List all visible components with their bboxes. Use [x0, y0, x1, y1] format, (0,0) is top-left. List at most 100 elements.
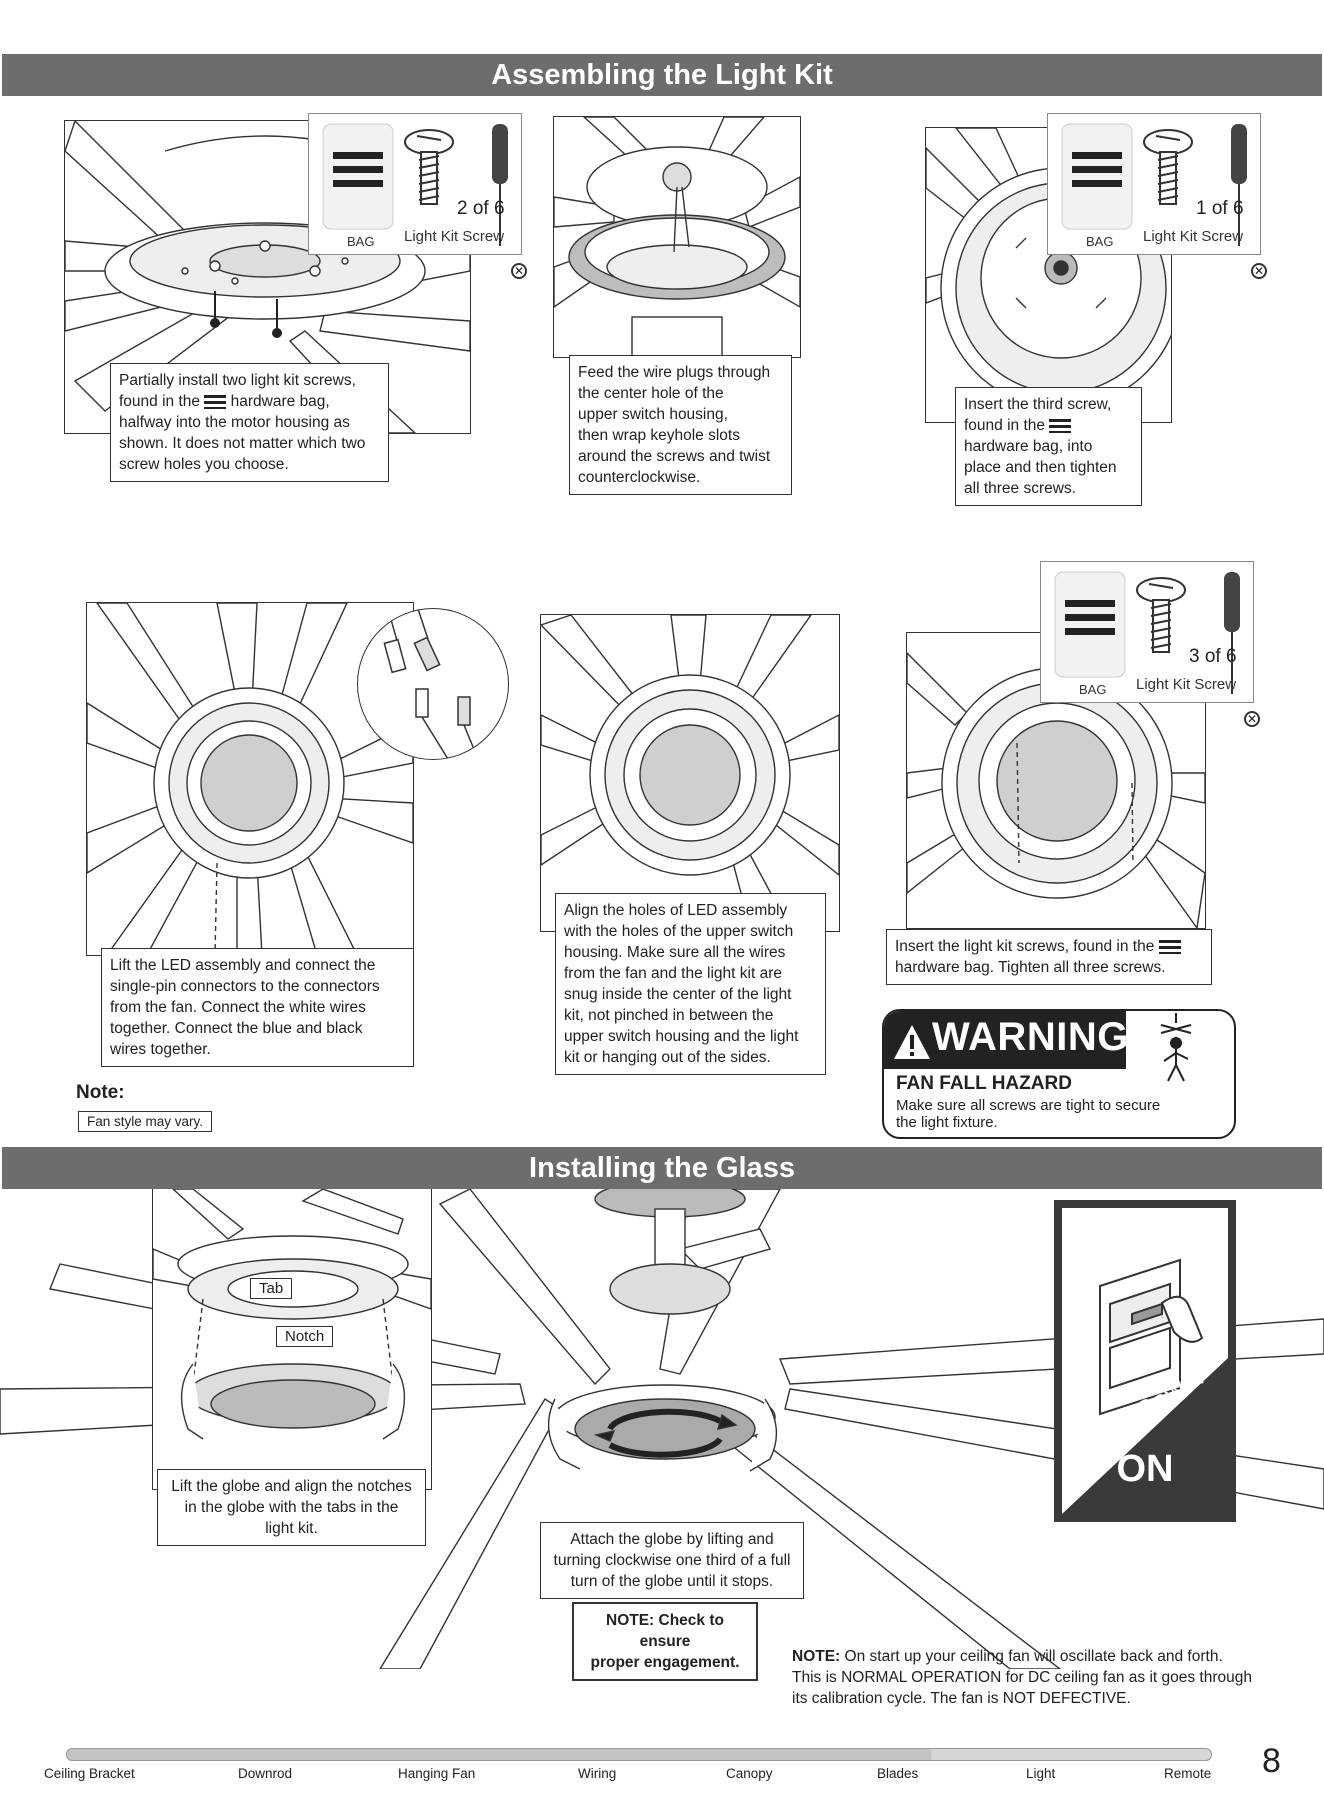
bag-screw-label: Light Kit Screw [404, 228, 505, 245]
bag-count: 1 of 6 [1196, 198, 1244, 219]
caption-line: hardware bag. Tighten all three screws. [895, 959, 1166, 976]
caption-line: Lift the globe and align the notches [171, 1478, 412, 1495]
led-alignment-drawing [541, 615, 839, 931]
caption-line: halfway into the motor housing as [119, 414, 350, 431]
caption-line: the center hole of the [578, 385, 724, 402]
warning-text: Make sure all screws are tight to secure… [896, 1097, 1161, 1131]
caption-line: with the holes of the upper switch [564, 923, 794, 940]
turn-power-on-panel [1054, 1200, 1236, 1522]
caption-line: together. Connect the blue and black [110, 1020, 363, 1037]
caption-line: then wrap keyhole slots [578, 427, 740, 444]
bag-symbol-icon [1158, 939, 1181, 954]
page-number: 8 [1262, 1742, 1281, 1780]
power-on-text: ON [1116, 1448, 1174, 1490]
phillips-head-icon: ✕ [511, 263, 527, 279]
caption-line: Lift the LED assembly and connect the [110, 957, 376, 974]
globe-attach-caption: Attach the globe by lifting and turning … [540, 1522, 804, 1599]
warning-subheading: FAN FALL HAZARD [896, 1073, 1072, 1094]
caption-line: turning clockwise one third of a full [553, 1552, 791, 1569]
bag-label: BAG [1086, 234, 1114, 249]
nav-item: Downrod [238, 1766, 293, 1781]
bag-box-2: 1 of 6 BAG Light Kit Screw [1047, 113, 1261, 255]
caption-line: found in the [964, 415, 1133, 436]
section-banner-glass: Installing the Glass [2, 1147, 1322, 1189]
caption-line: all three screws. [964, 480, 1076, 497]
notch-label: Notch [276, 1326, 334, 1347]
connector-icon [383, 609, 479, 759]
led-assembly-drawing [87, 603, 413, 955]
bag-icon [322, 123, 508, 246]
caption-line: Align the holes of LED assembly [564, 902, 788, 919]
nav-item: Canopy [726, 1766, 773, 1781]
caption-line: upper switch housing, [578, 406, 728, 423]
bag-icon [1054, 571, 1240, 694]
warning-header: WARNING [884, 1011, 1129, 1069]
bag-screw-label: Light Kit Screw [1136, 676, 1237, 693]
caption-line: Attach the globe by lifting and [570, 1531, 774, 1548]
nav-item: Ceiling Bracket [44, 1766, 135, 1781]
step6-caption: Insert the light kit screws, found in th… [886, 929, 1212, 985]
note-text: Fan style may vary. [87, 1114, 204, 1129]
switch-housing-drawing [554, 117, 800, 357]
step2-caption: Feed the wire plugs through the center h… [569, 355, 792, 495]
note-body: On start up your ceiling fan will oscill… [792, 1648, 1252, 1707]
caption-line: Insert the light kit screws, found in th… [895, 936, 1203, 957]
step5-caption: Align the holes of LED assembly with the… [555, 893, 826, 1075]
bag-screw-label: Light Kit Screw [1143, 228, 1244, 245]
note-box: Fan style may vary. [78, 1111, 213, 1132]
step5-illustration [540, 614, 840, 932]
bag-box-1: 2 of 6 BAG Light Kit Screw [308, 113, 522, 255]
caption-line: from the fan and the light kit are [564, 965, 782, 982]
step6-illustration [906, 632, 1206, 929]
bag-label: BAG [1079, 682, 1107, 697]
caption-line: wires together. [110, 1041, 211, 1058]
caption-line: shown. It does not matter which two [119, 435, 366, 452]
caption-line: place and then tighten [964, 459, 1117, 476]
nav-item: Remote [1164, 1766, 1212, 1781]
caption-line: turn of the globe until it stops. [570, 1573, 774, 1590]
section-title: Assembling the Light Kit [491, 59, 833, 91]
caption-line: housing. Make sure all the wires [564, 944, 786, 961]
nav-item: Wiring [578, 1766, 617, 1781]
falling-fan-hazard-icon [1160, 1013, 1192, 1082]
globe-align-caption: Lift the globe and align the notches in … [157, 1469, 426, 1546]
engagement-note: NOTE: Check to ensure proper engagement. [572, 1602, 758, 1681]
light-kit-install-drawing [907, 652, 1205, 928]
caption-line: Insert the third screw, [964, 396, 1112, 413]
caption-line: screw holes you choose. [119, 456, 289, 473]
tab-label: Tab [250, 1278, 293, 1299]
step3-caption: Insert the third screw, found in the har… [955, 387, 1142, 506]
caption-line: counterclockwise. [578, 469, 701, 486]
caption-line: from the fan. Connect the white wires [110, 999, 366, 1016]
step4-caption: Lift the LED assembly and connect the si… [101, 948, 414, 1067]
connector-detail-inset [357, 608, 509, 760]
bag-symbol-icon [1049, 418, 1072, 433]
caption-line: kit, not pinched in between the [564, 1007, 774, 1024]
caption-line: around the screws and twist [578, 448, 771, 465]
warning-triangle-icon [894, 1025, 930, 1059]
bag-icon [1061, 123, 1247, 246]
caption-line: hardware bag, into [964, 438, 1093, 455]
progress-fill [67, 1749, 931, 1760]
caption-line: snug inside the center of the light [564, 986, 792, 1003]
section-banner-light-kit: Assembling the Light Kit [2, 54, 1322, 96]
nav-item: Blades [877, 1766, 919, 1781]
caption-line: in the globe with the tabs in the [184, 1499, 399, 1516]
phillips-head-icon: ✕ [1244, 711, 1260, 727]
bag-box-3: 3 of 6 BAG Light Kit Screw [1040, 561, 1254, 703]
step2-illustration [553, 116, 801, 358]
phillips-head-icon: ✕ [1251, 263, 1267, 279]
note-title: Note: [76, 1082, 125, 1103]
caption-line: light kit. [265, 1520, 318, 1537]
warning-panel: WARNING FAN FALL HAZARD Make sure all sc… [882, 1009, 1236, 1139]
warning-heading: WARNING [932, 1015, 1129, 1059]
caption-line: kit or hanging out of the sides. [564, 1049, 771, 1066]
caption-line: single-pin connectors to the connectors [110, 978, 380, 995]
bag-count: 3 of 6 [1189, 646, 1237, 667]
step1-caption: Partially install two light kit screws, … [110, 363, 389, 482]
light-switch-icon [1062, 1258, 1228, 1514]
caption-line: found in the hardware bag, [119, 393, 330, 410]
section-nav: Ceiling Bracket Downrod Hanging Fan Wiri… [20, 1766, 1220, 1786]
caption-line: Feed the wire plugs through [578, 364, 771, 381]
